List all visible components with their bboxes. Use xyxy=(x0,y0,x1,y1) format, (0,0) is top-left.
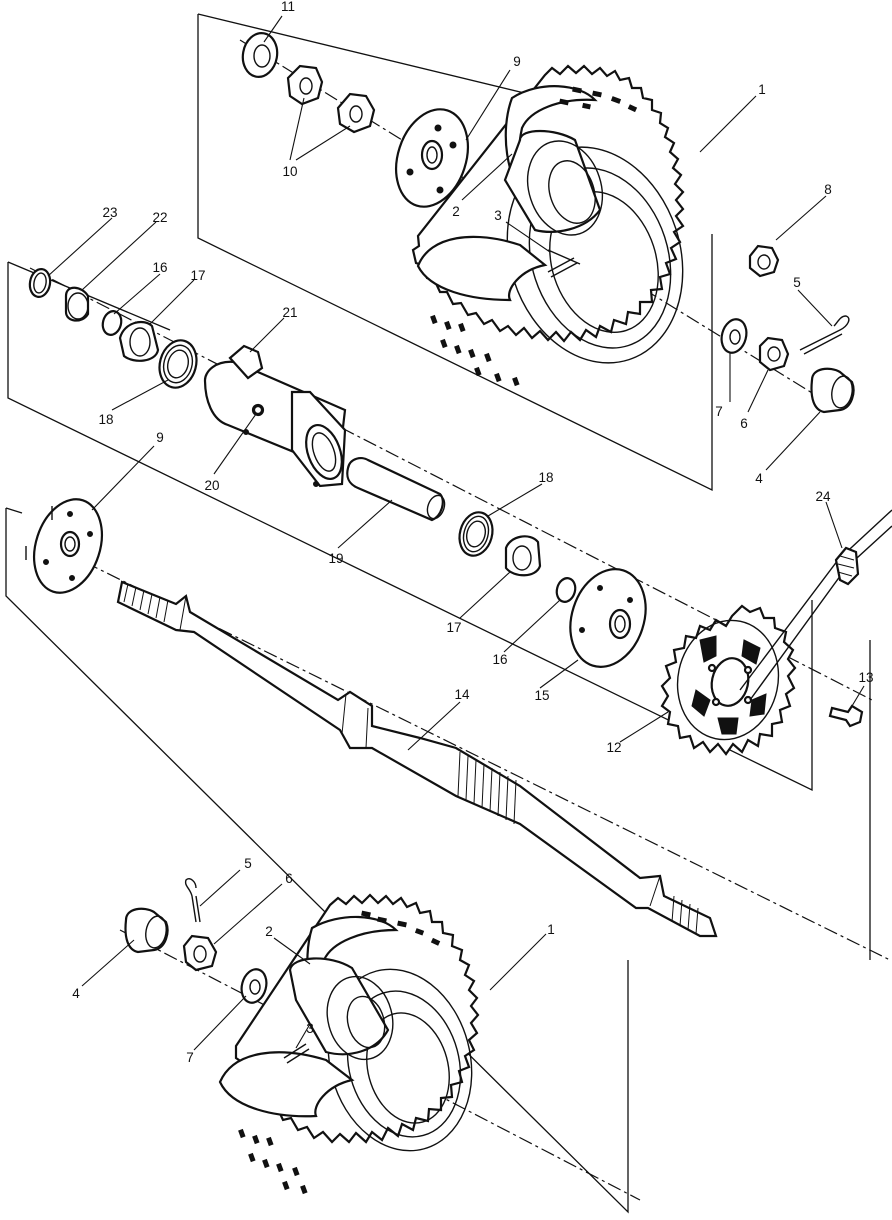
callout-6-upper: 6 xyxy=(740,416,748,431)
callout-18-upper: 18 xyxy=(98,412,113,427)
lower-castle-nut-6 xyxy=(182,934,218,972)
o-ring-16-lower xyxy=(555,577,577,603)
upper-tire-tread-blocks xyxy=(430,86,638,387)
callout-4-upper: 4 xyxy=(755,471,763,486)
callout-2-lower: 2 xyxy=(265,924,273,939)
callout-23: 23 xyxy=(102,205,117,220)
lower-hub-cap-4 xyxy=(124,907,169,954)
callout-7-lower: 7 xyxy=(186,1050,194,1065)
lower-washer-7 xyxy=(240,968,268,1004)
bolt-13 xyxy=(828,704,864,728)
bearing-18-lower xyxy=(458,511,494,557)
callout-17-upper: 17 xyxy=(190,268,205,283)
callout-13: 13 xyxy=(858,670,873,685)
drive-chain-24 xyxy=(739,509,892,701)
callout-12: 12 xyxy=(606,740,621,755)
upper-washer-11 xyxy=(241,32,279,78)
callout-20: 20 xyxy=(204,478,219,493)
bearing-17-upper xyxy=(118,320,160,362)
upper-washer-7 xyxy=(720,318,748,354)
o-ring-16-upper xyxy=(101,310,123,336)
spacer-tube-19 xyxy=(346,457,446,522)
upper-nut-8 xyxy=(748,244,780,278)
callout-7-upper: 7 xyxy=(715,404,723,419)
callout-15: 15 xyxy=(534,688,549,703)
callout-9-left: 9 xyxy=(156,430,164,445)
left-hub-plate xyxy=(25,498,103,594)
upper-hub-cap-4 xyxy=(810,367,855,414)
lower-valve-stem xyxy=(283,1043,310,1064)
group-frames xyxy=(5,13,871,1214)
callout-24: 24 xyxy=(815,489,831,504)
snap-ring-23 xyxy=(28,268,52,298)
callout-4-lower: 4 xyxy=(72,986,80,1001)
lower-tire xyxy=(218,893,480,1195)
callout-1-upper: 1 xyxy=(758,82,766,97)
callout-18-lower: 18 xyxy=(538,470,553,485)
callout-8: 8 xyxy=(824,182,832,197)
bearing-18-upper xyxy=(158,339,198,389)
callout-1-lower: 1 xyxy=(547,922,555,937)
callout-labels: 11 10 9 1 2 3 8 5 7 6 4 23 22 16 17 18 2… xyxy=(72,0,873,1065)
lower-cotter-pin-5 xyxy=(184,878,201,923)
bearing-17-lower xyxy=(504,535,542,577)
callout-21: 21 xyxy=(282,305,297,320)
leader-lines xyxy=(47,15,865,1051)
sprocket-hub-15 xyxy=(569,568,647,668)
callout-11: 11 xyxy=(281,0,295,14)
upper-wheel-stud xyxy=(547,249,581,265)
axle-splines xyxy=(123,583,699,935)
callout-22: 22 xyxy=(152,210,167,225)
callout-2-upper: 2 xyxy=(452,204,460,219)
upper-nuts-10 xyxy=(286,64,376,134)
upper-hub-plate xyxy=(395,108,469,208)
callout-14: 14 xyxy=(454,687,470,702)
upper-tire xyxy=(411,64,685,387)
upper-valve-stem xyxy=(547,257,578,278)
sprocket-12 xyxy=(660,604,797,756)
callout-19: 19 xyxy=(328,551,343,566)
callout-9-upper: 9 xyxy=(513,54,521,69)
grease-fitting-20 xyxy=(252,404,264,416)
upper-castle-nut-6 xyxy=(758,336,790,372)
axle-shaft-14 xyxy=(116,580,718,938)
callout-17-lower: 17 xyxy=(446,620,461,635)
callout-6-lower: 6 xyxy=(285,871,293,886)
callout-3-lower: 3 xyxy=(306,1021,314,1036)
seal-22 xyxy=(64,286,90,322)
callout-5-lower: 5 xyxy=(244,856,252,871)
bearing-carrier-21 xyxy=(203,344,347,488)
callout-10: 10 xyxy=(282,164,297,179)
callout-16-lower: 16 xyxy=(492,652,507,667)
callout-3-upper: 3 xyxy=(494,208,502,223)
callout-5-upper: 5 xyxy=(793,275,801,290)
callout-16-upper: 16 xyxy=(152,260,167,275)
lower-tire-tread-blocks xyxy=(238,910,441,1195)
upper-cotter-pin-5 xyxy=(799,315,850,355)
